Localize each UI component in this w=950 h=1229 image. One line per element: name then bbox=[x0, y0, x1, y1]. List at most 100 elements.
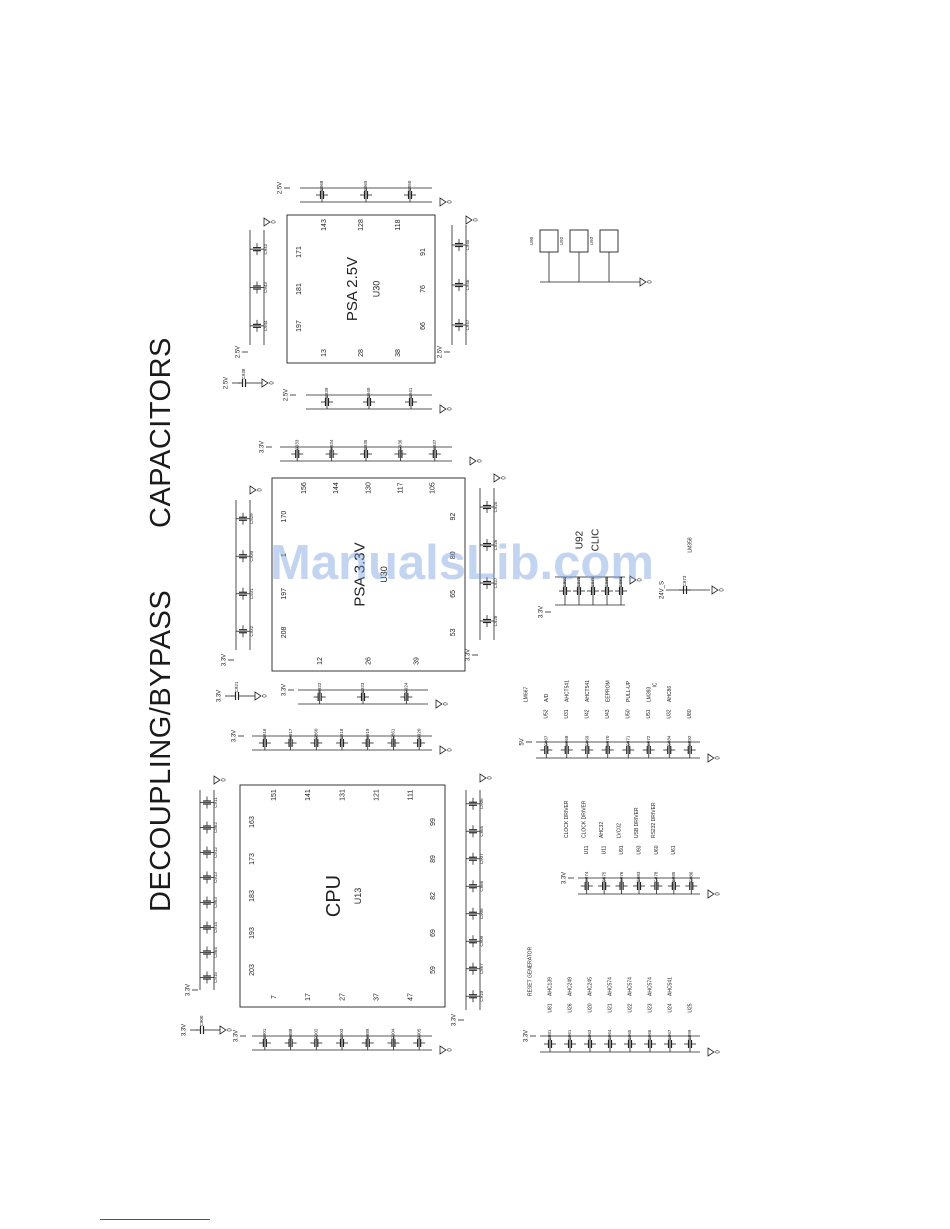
part-name: CLOCK DRIVER bbox=[564, 800, 570, 838]
part-ref: U50 bbox=[626, 709, 632, 718]
rail-label: 2.5V bbox=[278, 182, 284, 194]
part-name: AHC32 bbox=[599, 822, 605, 838]
ground-symbol: 0 bbox=[469, 456, 484, 466]
cap-c974: C974 bbox=[584, 871, 589, 882]
cap-c881: C881 bbox=[547, 1029, 552, 1040]
chip-ref: U30 bbox=[371, 281, 381, 298]
chip-name: CPU bbox=[323, 875, 345, 917]
chip-psa-outline bbox=[271, 477, 466, 672]
pin-number: 171 bbox=[296, 246, 303, 258]
rail-label: 3.3V bbox=[282, 684, 288, 696]
rail-label: 5V bbox=[520, 738, 526, 745]
part-ref: U91 bbox=[619, 845, 625, 854]
pin-number: 80 bbox=[450, 551, 457, 559]
pin-number: 208 bbox=[281, 626, 288, 638]
part-ref: U11 bbox=[601, 845, 607, 854]
ground-symbol: 0 bbox=[465, 215, 480, 225]
clic-title: U92 bbox=[575, 530, 586, 549]
ground-symbol: 0 bbox=[213, 775, 228, 785]
cap-c904: C904 bbox=[391, 1028, 396, 1039]
pin-number: 143 bbox=[321, 219, 328, 231]
rail-label: 3.3V bbox=[217, 690, 223, 702]
rail-label: 3.3V bbox=[232, 730, 238, 742]
part-name: LM667 bbox=[524, 686, 530, 702]
part-name: LVC02 bbox=[616, 823, 622, 838]
pin-number: 131 bbox=[339, 789, 346, 801]
part-name: AHC574 bbox=[607, 977, 613, 996]
part-ref: U25 bbox=[687, 1003, 693, 1012]
cap-bulk: C900 bbox=[199, 1015, 204, 1026]
pin-number: 7 bbox=[271, 995, 278, 999]
cap-c911: C911 bbox=[213, 797, 218, 808]
cap-c908: C908 bbox=[479, 908, 484, 919]
ground-triangle bbox=[219, 1025, 227, 1035]
part-ref: U32 bbox=[667, 709, 673, 718]
cap-c905: C905 bbox=[416, 1028, 421, 1039]
cap-c931: C931 bbox=[249, 588, 254, 599]
ground-symbol: 0 bbox=[707, 753, 722, 763]
cap-c913: C913 bbox=[213, 872, 218, 883]
pin-number: 76 bbox=[420, 285, 427, 293]
cap-c984: C984 bbox=[666, 735, 671, 746]
pin-number: 105 bbox=[430, 482, 437, 494]
ground-triangle bbox=[493, 473, 501, 483]
ground-label: 0 bbox=[638, 578, 644, 582]
part-name: AHC245 bbox=[587, 977, 593, 996]
part-name: AHCT541 bbox=[585, 680, 591, 702]
cap-c981: C981 bbox=[618, 576, 623, 587]
pin-number: 26 bbox=[365, 657, 372, 665]
cap-c975: C975 bbox=[601, 871, 606, 882]
cap-c941: C941 bbox=[408, 387, 413, 398]
ground-triangle bbox=[707, 753, 715, 763]
ground-symbol: 0 bbox=[249, 485, 264, 495]
part-name: AHCT541 bbox=[565, 680, 571, 702]
chip-psa-outline bbox=[286, 214, 436, 364]
pin-number: 92 bbox=[450, 513, 457, 521]
part-name: AHC86 bbox=[667, 686, 673, 702]
ground-label: 0 bbox=[270, 381, 276, 385]
cap-c961: C961 bbox=[567, 1029, 572, 1040]
cap-c924: C924 bbox=[404, 682, 409, 693]
regulator-outline bbox=[599, 229, 619, 253]
ground-triangle bbox=[249, 485, 257, 495]
ground-label: 0 bbox=[448, 748, 454, 752]
ground-label: 0 bbox=[448, 1048, 454, 1052]
cap-c966: C966 bbox=[647, 1029, 652, 1040]
part-ref: U80 bbox=[687, 709, 693, 718]
cap-c909: C909 bbox=[479, 935, 484, 946]
cap-c939: C939 bbox=[324, 387, 329, 398]
part-name: A/D bbox=[544, 693, 550, 702]
part-name: AHC574 bbox=[647, 977, 653, 996]
part-ref: U23 bbox=[647, 1003, 653, 1012]
pin-number: 197 bbox=[281, 588, 288, 600]
pin-number: 117 bbox=[398, 482, 405, 493]
pin-number: 183 bbox=[249, 890, 256, 902]
ground-symbol: 0 bbox=[439, 1045, 454, 1055]
pin-number: 173 bbox=[249, 853, 256, 865]
ground-triangle bbox=[435, 699, 443, 709]
part-ref: U61 bbox=[671, 845, 677, 854]
cap-c971: C971 bbox=[625, 735, 630, 746]
cap-c903: C903 bbox=[339, 1028, 344, 1039]
cap-c983: C983 bbox=[636, 871, 641, 882]
part-name: USB DRIVER bbox=[634, 807, 640, 838]
cap-bulk: C921 bbox=[234, 681, 239, 692]
part-name: AHC574 bbox=[627, 977, 633, 996]
cap-c907: C907 bbox=[479, 853, 484, 864]
cap-c919: C919 bbox=[365, 728, 370, 739]
pin-number: 59 bbox=[430, 966, 437, 974]
cap-c968: C968 bbox=[564, 735, 569, 746]
part-ref: U26 bbox=[567, 1003, 573, 1012]
ground-triangle bbox=[439, 197, 447, 207]
cap-c978: C978 bbox=[654, 871, 659, 882]
pin-number: 99 bbox=[430, 818, 437, 826]
ground-symbol: 0 bbox=[479, 773, 494, 783]
pin-number: 37 bbox=[374, 993, 381, 1001]
ground-triangle bbox=[707, 1047, 715, 1057]
pin-number: 39 bbox=[414, 657, 421, 665]
ground-label: 0 bbox=[648, 280, 654, 284]
part-ref: U52 bbox=[544, 709, 550, 718]
cap-c916: C916 bbox=[262, 728, 267, 739]
chip-name: PSA 2.5V bbox=[344, 257, 361, 321]
pin-number: 156 bbox=[301, 482, 308, 494]
